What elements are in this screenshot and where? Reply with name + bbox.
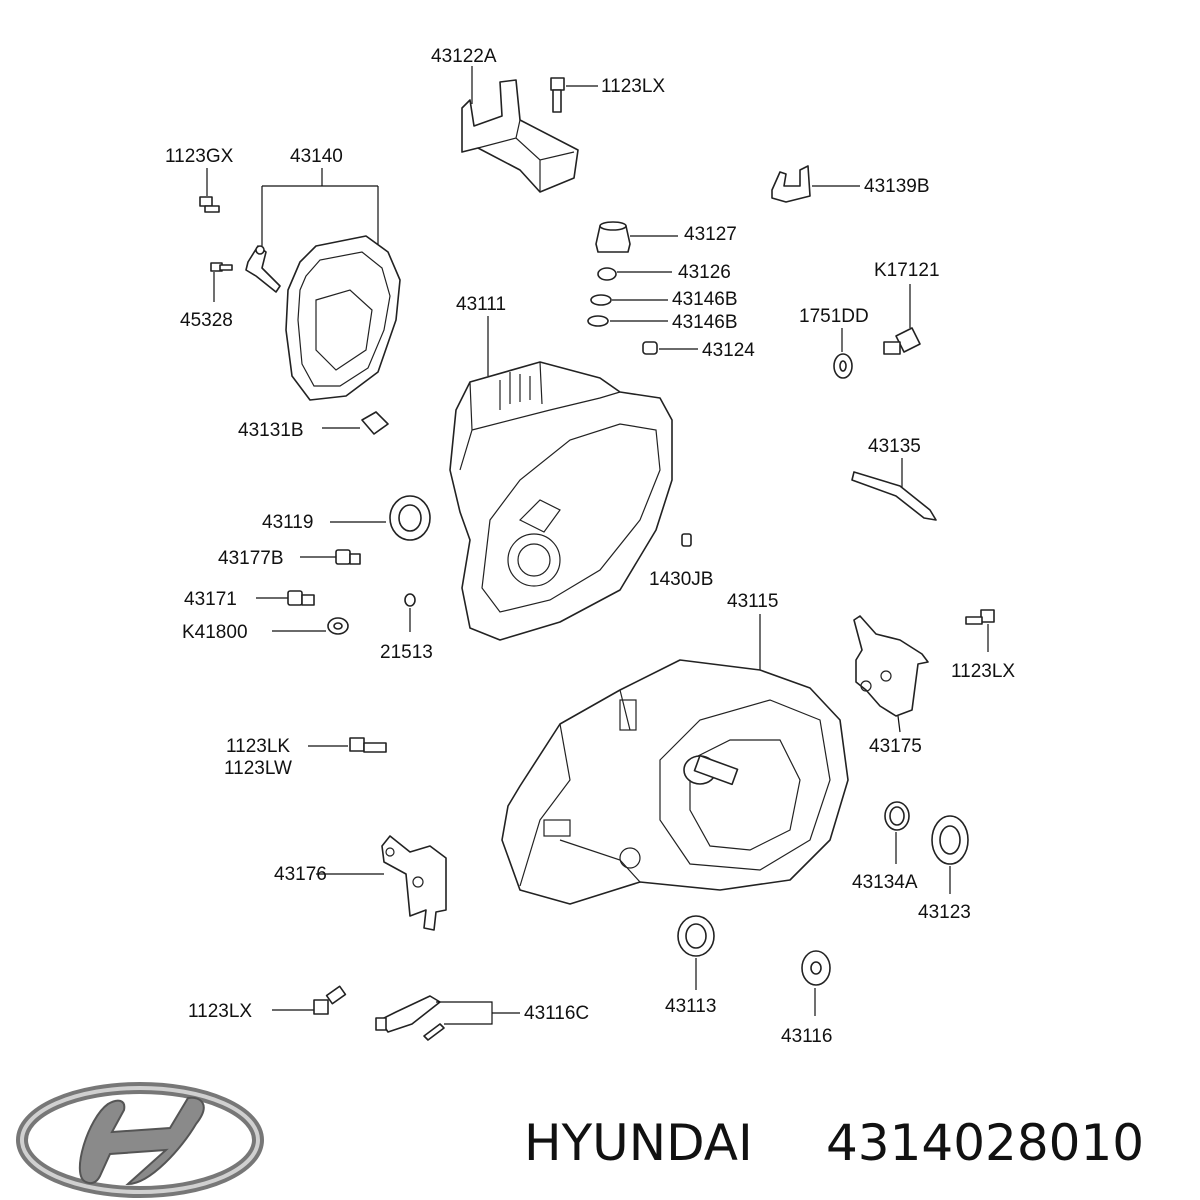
label-43111: 43111 xyxy=(456,294,506,315)
plug-43171[interactable] xyxy=(287,590,315,606)
cover-43140[interactable] xyxy=(285,235,401,401)
block-43131B[interactable] xyxy=(361,411,389,435)
bracket-43139B[interactable] xyxy=(771,165,811,203)
ring-43146B-b[interactable] xyxy=(587,315,609,327)
ring-43146B-a[interactable] xyxy=(590,294,612,306)
label-43116: 43116 xyxy=(781,1026,832,1047)
label-1123GX: 1123GX xyxy=(165,146,234,167)
plug-43124[interactable] xyxy=(642,341,658,355)
washer-K41800[interactable] xyxy=(327,617,349,635)
label-43116C: 43116C xyxy=(524,1003,589,1024)
label-K41800: K41800 xyxy=(182,622,248,643)
bearing-43123[interactable] xyxy=(931,815,969,865)
bolt-1123LK[interactable] xyxy=(349,737,387,753)
label-1123LW: 1123LW xyxy=(224,758,292,779)
bolt-1123LX-right[interactable] xyxy=(965,609,995,625)
bolt-1123GX[interactable] xyxy=(199,196,220,213)
seal-43126[interactable] xyxy=(597,267,617,281)
ring-43134A[interactable] xyxy=(884,801,910,831)
housing-43115[interactable] xyxy=(501,659,849,905)
label-43124: 43124 xyxy=(702,340,755,361)
label-1123LX-bottom: 1123LX xyxy=(188,1001,252,1022)
lever-43140[interactable] xyxy=(245,245,281,293)
label-43131B: 43131B xyxy=(238,420,304,441)
label-43139B: 43139B xyxy=(864,176,930,197)
label-43176: 43176 xyxy=(274,864,327,885)
leader-43175 xyxy=(897,715,901,733)
label-21513: 21513 xyxy=(380,642,433,663)
label-1123LK: 1123LK xyxy=(226,736,290,757)
label-43113: 43113 xyxy=(665,996,716,1017)
brand-name: HYUNDAI xyxy=(524,1114,753,1172)
bracket-43175[interactable] xyxy=(853,615,929,717)
bracket-43176[interactable] xyxy=(381,835,447,931)
label-43119: 43119 xyxy=(262,512,313,533)
seal-43113[interactable] xyxy=(677,915,715,957)
housing-43111[interactable] xyxy=(449,361,673,641)
label-1123LX-right: 1123LX xyxy=(951,661,1015,682)
label-43127: 43127 xyxy=(684,224,737,245)
plug-K17121[interactable] xyxy=(883,327,921,355)
label-43140: 43140 xyxy=(290,146,343,167)
label-43146B-b: 43146B xyxy=(672,312,738,333)
label-43115: 43115 xyxy=(727,591,778,612)
label-45328: 45328 xyxy=(180,310,233,331)
bolt-1123LX-bottom[interactable] xyxy=(313,985,347,1015)
label-43135: 43135 xyxy=(868,436,921,457)
label-43175: 43175 xyxy=(869,736,922,757)
pin-1430JB[interactable] xyxy=(681,533,692,547)
plug-43177B[interactable] xyxy=(335,549,361,565)
hyundai-logo xyxy=(16,1082,264,1198)
cap-43127[interactable] xyxy=(595,221,631,253)
washer-43116[interactable] xyxy=(801,950,831,986)
rail-43135[interactable] xyxy=(851,471,937,521)
part-number: 4314028010 xyxy=(826,1114,1144,1172)
bolt-1123LX-top[interactable] xyxy=(550,77,565,113)
bolt-45328[interactable] xyxy=(210,262,233,272)
label-1751DD: 1751DD xyxy=(799,306,869,327)
label-43122A: 43122A xyxy=(431,46,497,67)
seal-43119[interactable] xyxy=(389,495,431,541)
sealant-tube-43116C[interactable] xyxy=(375,995,445,1041)
leader-43116C xyxy=(436,1001,520,1025)
label-43123: 43123 xyxy=(918,902,971,923)
label-43126: 43126 xyxy=(678,262,731,283)
oring-21513[interactable] xyxy=(404,593,416,607)
label-43134A: 43134A xyxy=(852,872,918,893)
leader-43140 xyxy=(261,168,379,256)
label-1430JB: 1430JB xyxy=(649,569,713,590)
label-43177B: 43177B xyxy=(218,548,284,569)
bracket-43122A[interactable] xyxy=(461,79,579,193)
washer-1751DD[interactable] xyxy=(833,353,853,379)
label-K17121: K17121 xyxy=(874,260,940,281)
label-1123LX-top: 1123LX xyxy=(601,76,665,97)
label-43171: 43171 xyxy=(184,589,237,610)
label-43146B-a: 43146B xyxy=(672,289,738,310)
